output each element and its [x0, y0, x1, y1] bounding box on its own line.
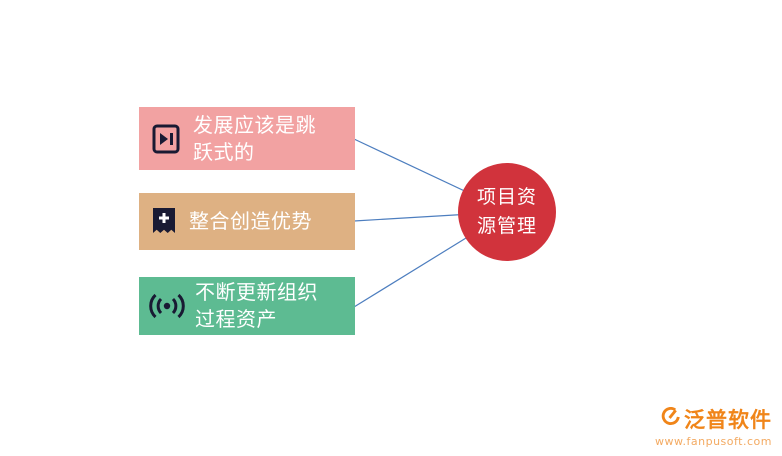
node-process-assets: 不断更新组织过程资产 [139, 277, 355, 335]
watermark: 泛普软件 www.fanpusoft.com [655, 404, 772, 448]
node-label: 不断更新组织过程资产 [195, 280, 318, 331]
watermark-url: www.fanpusoft.com [655, 435, 772, 448]
node-label: 发展应该是跳跃式的 [193, 112, 316, 164]
center-node: 项目资源管理 [458, 163, 556, 261]
brand-text: 泛普软件 [684, 408, 772, 432]
node-integration: 整合创造优势 [139, 193, 355, 250]
center-node-label: 项目资源管理 [476, 185, 537, 237]
node-label: 整合创造优势 [189, 209, 312, 233]
door-arrow-icon [149, 122, 183, 156]
node-development: 发展应该是跳跃式的 [139, 107, 355, 170]
brand-row: 泛普软件 [655, 404, 772, 434]
receipt-plus-icon [149, 205, 179, 239]
broadcast-icon [149, 291, 185, 321]
fanpu-logo-icon [661, 406, 680, 431]
